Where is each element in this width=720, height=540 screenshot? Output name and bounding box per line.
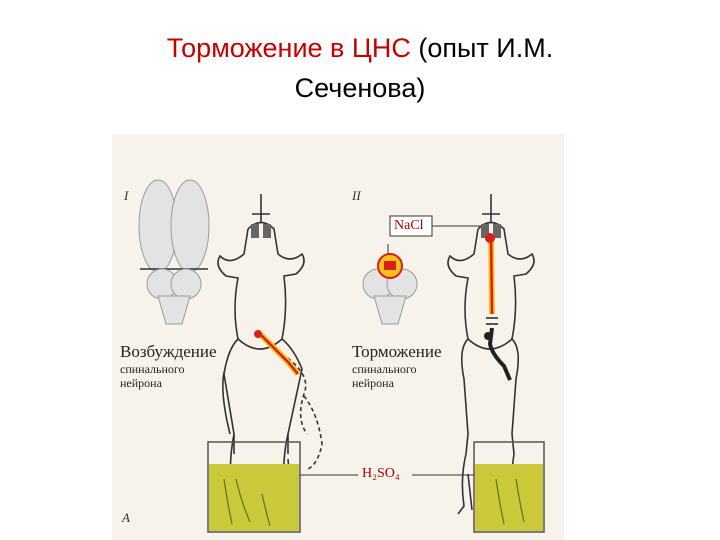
- beaker-left: [207, 441, 301, 533]
- frog-right-eyes: [481, 224, 501, 238]
- right-caption-sub2: нейрона: [352, 376, 394, 390]
- figure-drawing: [138, 179, 545, 533]
- title-rest: (опыт И.М.: [410, 33, 554, 63]
- nacl-label: NaCl: [394, 218, 424, 233]
- frog-left-eyes: [251, 224, 271, 238]
- acid-label: H₂SO₄: [362, 466, 400, 481]
- slide-title: Торможение в ЦНС (опыт И.М. Сеченова): [0, 28, 720, 108]
- left-caption-sub1: спинального: [120, 362, 185, 376]
- brain-right-stimulus: [377, 253, 403, 279]
- frog-left: [217, 194, 323, 510]
- brain-left: [138, 179, 210, 325]
- corner-label: А: [122, 510, 130, 525]
- right-caption-main: Торможение: [352, 342, 442, 361]
- sechenov-experiment-figure: I II А Возбуждение спинального нейрона Т…: [112, 134, 564, 540]
- left-caption-main: Возбуждение: [120, 342, 217, 361]
- reflex-arc-left: [254, 330, 301, 376]
- title-line2: Сеченова): [294, 73, 426, 103]
- panel-right-label: II: [352, 188, 361, 203]
- right-caption: Торможение спинального нейрона: [352, 342, 442, 390]
- right-caption-sub1: спинального: [352, 362, 417, 376]
- title-highlight: Торможение в ЦНС: [166, 33, 411, 63]
- inhibition-pathway: [484, 233, 512, 381]
- panel-left-label: I: [124, 188, 129, 203]
- left-caption-sub2: нейрона: [120, 376, 162, 390]
- left-caption: Возбуждение спинального нейрона: [120, 342, 217, 390]
- beaker-right: [473, 441, 545, 533]
